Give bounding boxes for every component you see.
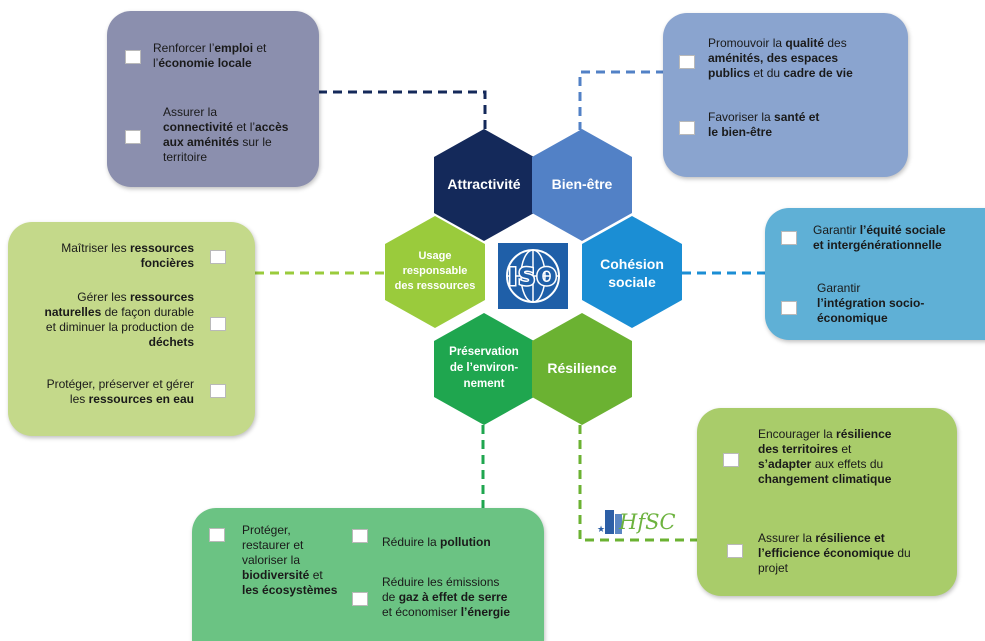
checkbox-ressources-eau[interactable] (210, 384, 226, 398)
item-ges: Réduire les émissions de gaz à effet de … (382, 575, 511, 619)
checkbox-resilience-territoires[interactable] (723, 453, 739, 467)
hex-cohesion[interactable] (582, 216, 682, 328)
item-connectivite: Assurer la connectivité et l’accès aux a… (163, 105, 289, 164)
item-equite: Garantir l’équité sociale et intergénéra… (813, 223, 946, 252)
iso-logo-text: ISO (507, 262, 559, 293)
hfsc-logo-text: HfSC (619, 510, 676, 534)
hex-resilience-label: Résilience (547, 360, 617, 376)
checkbox-biodiversite[interactable] (209, 528, 225, 542)
connector-resilience (578, 425, 697, 542)
box-cohesion-goals: Garantir l’équité sociale et intergénéra… (765, 208, 985, 340)
checkbox-ges[interactable] (352, 592, 368, 606)
checkbox-emploi[interactable] (125, 50, 141, 64)
box-resilience-goals: Encourager la résilience des territoires… (697, 408, 957, 596)
item-ressources-naturelles: Gérer les ressources naturelles de façon… (44, 290, 194, 349)
checkbox-pollution[interactable] (352, 529, 368, 543)
hex-bien-etre[interactable] (532, 129, 632, 241)
checkbox-resilience-economique[interactable] (727, 544, 743, 558)
hex-bien-etre-label: Bien-être (551, 176, 613, 192)
svg-text:★: ★ (597, 525, 605, 535)
item-qualite: Promouvoir la qualité des aménités, des … (708, 36, 853, 80)
box-attractivite-goals: Renforcer l’emploi et l’économie locale … (107, 11, 319, 187)
hfsc-logo: ★ HfSC (595, 508, 677, 538)
connector-attractivite (318, 90, 487, 132)
item-resilience-territoires: Encourager la résilience des territoires… (758, 427, 892, 486)
hex-resilience[interactable] (532, 313, 632, 425)
item-resilience-economique: Assurer la résilience et l’efficience éc… (758, 531, 911, 575)
item-pollution: Réduire la pollution (382, 535, 491, 549)
checkbox-ressources-naturelles[interactable] (210, 317, 226, 331)
globe-icon (506, 249, 560, 303)
connector-bien-etre (578, 70, 665, 130)
hex-attractivite-label: Attractivité (447, 176, 521, 192)
iso-logo: ISO (498, 243, 568, 309)
checkbox-foncieres[interactable] (210, 250, 226, 264)
box-bien-etre-goals: Promouvoir la qualité des aménités, des … (663, 13, 908, 177)
item-emploi: Renforcer l’emploi et l’économie locale (153, 41, 267, 70)
checkbox-sante[interactable] (679, 121, 695, 135)
item-ressources-eau: Protéger, préserver et gérer les ressour… (46, 377, 194, 406)
checkbox-integration[interactable] (781, 301, 797, 315)
item-sante: Favoriser la santé et le bien-être (708, 110, 820, 139)
box-preservation-goals: Protéger, restaurer et valoriser la biod… (192, 508, 544, 641)
box-usage-goals: Maîtriser les ressources foncières Gérer… (8, 222, 255, 436)
item-integration: Garantir l’intégration socio- économique (817, 281, 925, 325)
item-foncieres: Maîtriser les ressources foncières (61, 241, 194, 270)
checkbox-connectivite[interactable] (125, 130, 141, 144)
item-biodiversite: Protéger, restaurer et valoriser la biod… (242, 523, 338, 597)
checkbox-qualite[interactable] (679, 55, 695, 69)
checkbox-equite[interactable] (781, 231, 797, 245)
stars-icon: ★ (597, 510, 622, 535)
